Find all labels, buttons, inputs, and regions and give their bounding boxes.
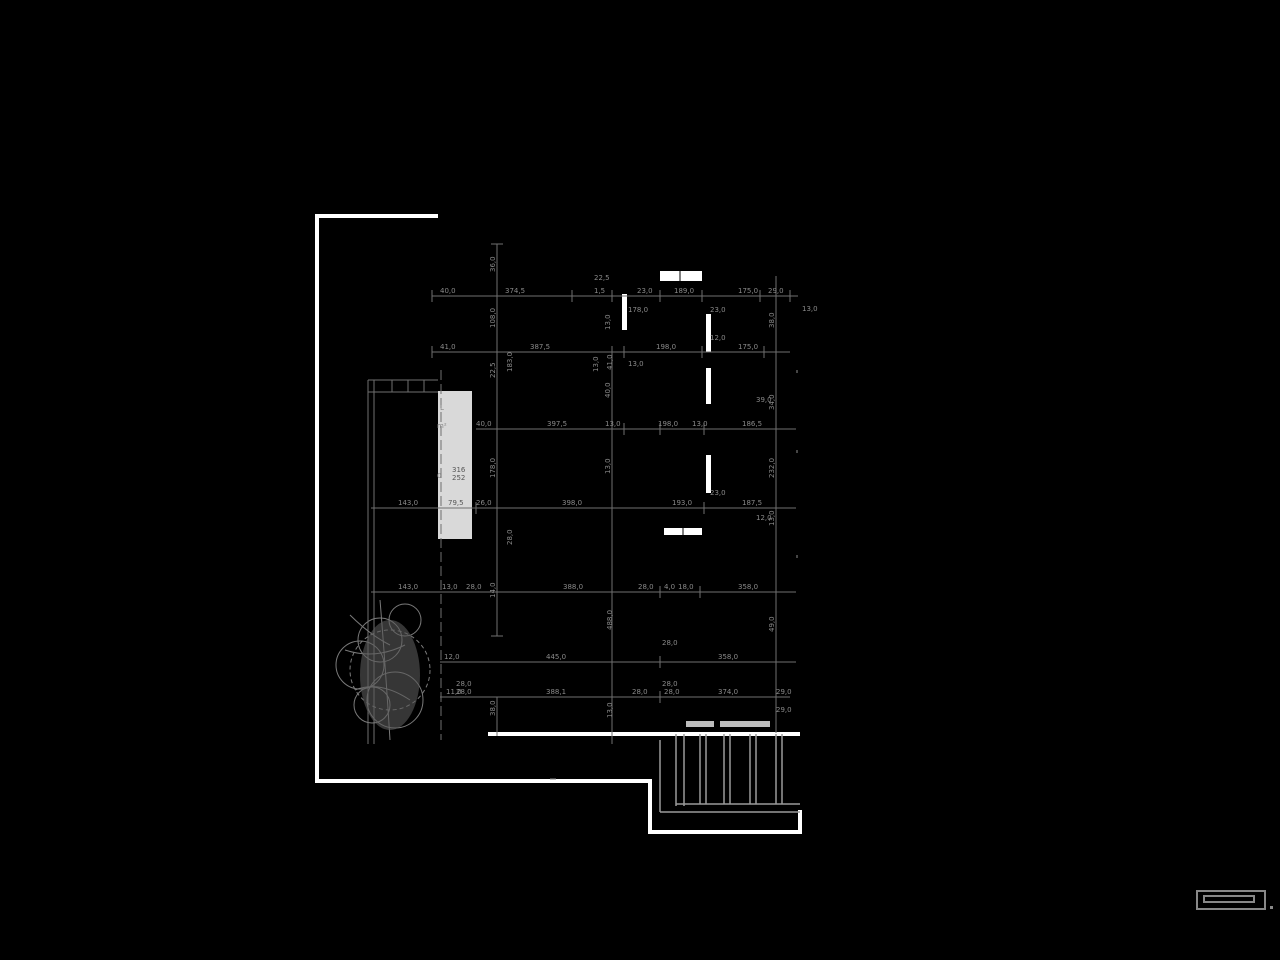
dim-label: 193,0: [672, 499, 692, 507]
panel-value: 79,5: [448, 499, 464, 507]
dim-label: 40,0: [440, 287, 456, 295]
dim-label: 397,5: [547, 420, 567, 428]
dim-label: 29,0: [776, 706, 792, 714]
dim-label: 23,0: [710, 489, 726, 497]
dim-label-vertical: 22,5: [489, 362, 497, 378]
wall-segment: [706, 368, 711, 404]
dim-label-vertical: 13,0: [592, 356, 600, 372]
dim-label-vertical: 36,0: [489, 256, 497, 272]
dim-label: 13,0: [605, 420, 621, 428]
dim-label: 13,0: [802, 305, 818, 313]
dim-label: 4,0: [664, 583, 675, 591]
dim-label-vertical: 38,0: [768, 312, 776, 328]
dim-label: 22,5: [594, 274, 610, 282]
dim-label-vertical: 183,0: [506, 352, 514, 372]
panel-letter: 0: [437, 472, 441, 480]
dim-label: 12,0: [710, 334, 726, 342]
dim-label: 388,0: [563, 583, 583, 591]
dimension-grid: [367, 243, 798, 744]
dim-label: 29,0: [768, 287, 784, 295]
panel-letter: m²: [437, 422, 447, 430]
dim-label: 40,0: [476, 420, 492, 428]
dim-label: 41,0: [440, 343, 456, 351]
dim-label-vertical: 108,0: [489, 308, 497, 328]
dim-label: 13,0: [628, 360, 644, 368]
dim-label: 143,0: [398, 499, 418, 507]
dim-label: 178,0: [628, 306, 648, 314]
outer-boundary-wall: [315, 214, 802, 834]
dim-label: 398,0: [562, 499, 582, 507]
wall-segment: [622, 294, 627, 330]
dim-label: 374,5: [505, 287, 525, 295]
foliage-fill: [360, 620, 420, 730]
dim-label-vertical: 232,0: [768, 458, 776, 478]
dim-label: 198,0: [658, 420, 678, 428]
panel-letter: L: [440, 404, 444, 412]
dim-label: 28,0: [662, 639, 678, 647]
panel-value: 316: [452, 466, 466, 474]
dim-label-vertical: 13,0: [604, 458, 612, 474]
stamp-icon: [1196, 890, 1273, 910]
dim-label: 29,0: [776, 688, 792, 696]
wall-segment: [706, 455, 711, 493]
dim-label: 388,1: [546, 688, 566, 696]
bench: [686, 721, 714, 727]
dim-label: 18,0: [678, 583, 694, 591]
dim-label: 28,0: [456, 680, 472, 688]
wall-segment: [706, 314, 711, 352]
dim-label: 13,0: [692, 420, 708, 428]
dim-label: 374,0: [718, 688, 738, 696]
dim-label-vertical: 13,0: [606, 702, 614, 718]
dim-label-vertical: 28,0: [506, 529, 514, 545]
dim-label: 23,0: [637, 287, 653, 295]
dim-label-vertical: 41,0: [606, 354, 614, 370]
dim-label: 358,0: [738, 583, 758, 591]
dim-label: 175,0: [738, 343, 758, 351]
dim-label: 198,0: [656, 343, 676, 351]
dim-label-vertical: 13,0: [604, 314, 612, 330]
wall-segment: [660, 271, 702, 281]
dim-label: 186,5: [742, 420, 762, 428]
dim-label: 143,0: [398, 583, 418, 591]
dim-label: 28,0: [664, 688, 680, 696]
dim-label: 23,0: [710, 306, 726, 314]
bench: [720, 721, 770, 727]
dim-label: 175,0: [738, 287, 758, 295]
dim-label: 28,0: [632, 688, 648, 696]
dimension-labels: 40,0 374,5 1,5 23,0 189,0 175,0 29,0 13,…: [398, 256, 818, 718]
dim-label: 28,0: [466, 583, 482, 591]
dim-label: 12,0: [444, 653, 460, 661]
dim-label-vertical: 178,0: [489, 458, 497, 478]
dim-label: 189,0: [674, 287, 694, 295]
dim-label: 358,0: [718, 653, 738, 661]
dim-label-vertical: 49,0: [768, 616, 776, 632]
dim-label: 1,5: [594, 287, 605, 295]
dim-label: 387,5: [530, 343, 550, 351]
dim-label: 12,0: [756, 514, 772, 522]
dim-label-vertical: 34,0: [768, 394, 776, 410]
dim-label-vertical: 488,0: [606, 610, 614, 630]
dim-label: 11,0: [446, 688, 462, 696]
dim-label: 445,0: [546, 653, 566, 661]
dim-label: 26,0: [476, 499, 492, 507]
panel-value: 252: [452, 474, 465, 482]
dim-label-vertical: 38,0: [489, 700, 497, 716]
dim-label: 187,5: [742, 499, 762, 507]
dim-label: 13,0: [442, 583, 458, 591]
gray-panel: [438, 391, 472, 539]
dim-label: 39,0: [756, 396, 772, 404]
dim-label-vertical: 40,0: [604, 382, 612, 398]
deck-structure: [659, 734, 800, 813]
dim-label: 28,0: [456, 688, 472, 696]
dim-label: 28,0: [638, 583, 654, 591]
dim-label-vertical: 14,0: [489, 582, 497, 598]
dim-label-vertical: 13,0: [768, 510, 776, 526]
edge-markers: [550, 370, 798, 780]
dim-label: 28,0: [662, 680, 678, 688]
